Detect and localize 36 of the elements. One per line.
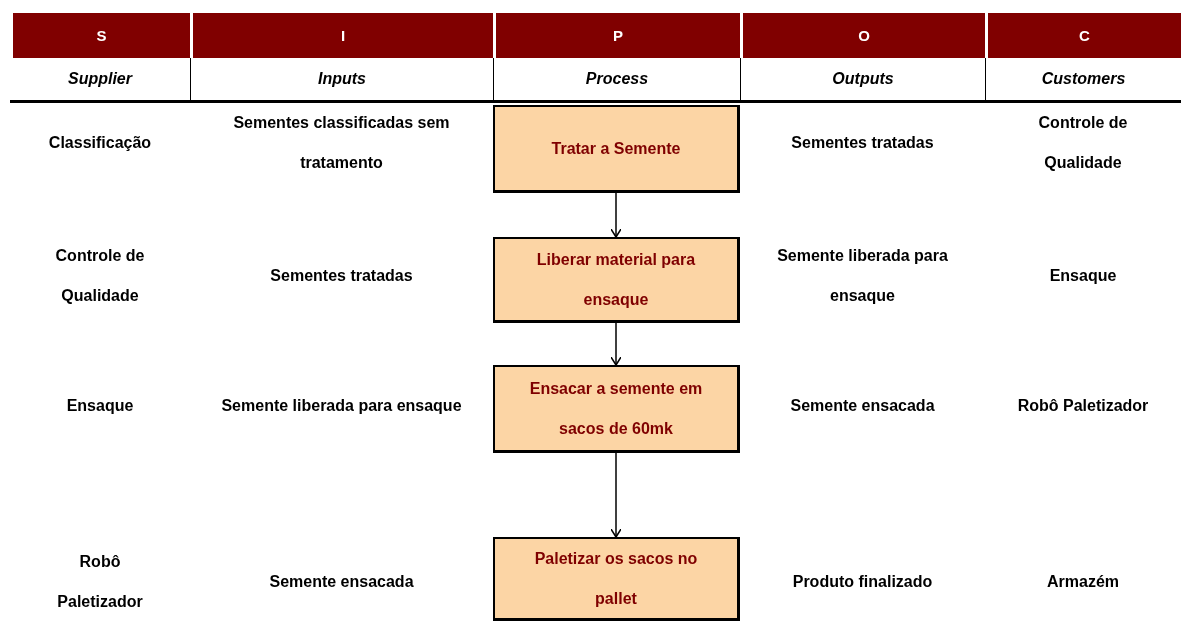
- table-cell-text: Sementes tratadas: [790, 133, 935, 153]
- table-cell-text: Ensaque: [65, 396, 135, 416]
- column-header: O: [740, 13, 985, 58]
- process-box: [493, 105, 740, 193]
- column-header: S: [10, 13, 190, 58]
- column-header: C: [985, 13, 1181, 58]
- process-label: Paletizar os sacos no pallet: [533, 548, 699, 609]
- table-cell-text: Controle de Qualidade: [54, 246, 146, 306]
- table-cell-text: Sementes classificadas sem tratamento: [232, 113, 451, 173]
- column-header: I: [190, 13, 493, 58]
- arrow: [610, 322, 622, 366]
- table-cell-text: Semente liberada para ensaque: [220, 396, 463, 416]
- process-box: [493, 537, 740, 621]
- table-cell-text: Controle de Qualidade: [1037, 113, 1129, 173]
- table-cell-text: Semente ensacada: [789, 396, 936, 416]
- table-cell-text: Sementes tratadas: [269, 266, 414, 286]
- table-cell-text: Classificação: [47, 133, 153, 153]
- table-cell-text: Produto finalizado: [791, 572, 934, 592]
- arrow: [610, 192, 622, 238]
- table-cell-text: Semente liberada para ensaque: [776, 246, 949, 306]
- table-cell-text: Robô Paletizador: [56, 552, 144, 612]
- column-subheader: Customers: [985, 58, 1181, 103]
- column-subheader: Outputs: [740, 58, 985, 103]
- process-box: [493, 365, 740, 453]
- process-box: [493, 237, 740, 323]
- arrow: [610, 452, 622, 538]
- process-label: Ensacar a semente em sacos de 60mk: [528, 378, 704, 439]
- column-header: P: [493, 13, 740, 58]
- table-cell-text: Semente ensacada: [268, 572, 415, 592]
- process-label: Liberar material para ensaque: [535, 249, 697, 310]
- table-cell-text: Ensaque: [1048, 266, 1118, 286]
- table-cell-text: Armazém: [1046, 572, 1120, 592]
- column-subheader: Inputs: [190, 58, 493, 103]
- process-label: Tratar a Semente: [550, 138, 682, 159]
- table-cell-text: Robô Paletizador: [1016, 396, 1150, 416]
- column-subheader: Process: [493, 58, 740, 103]
